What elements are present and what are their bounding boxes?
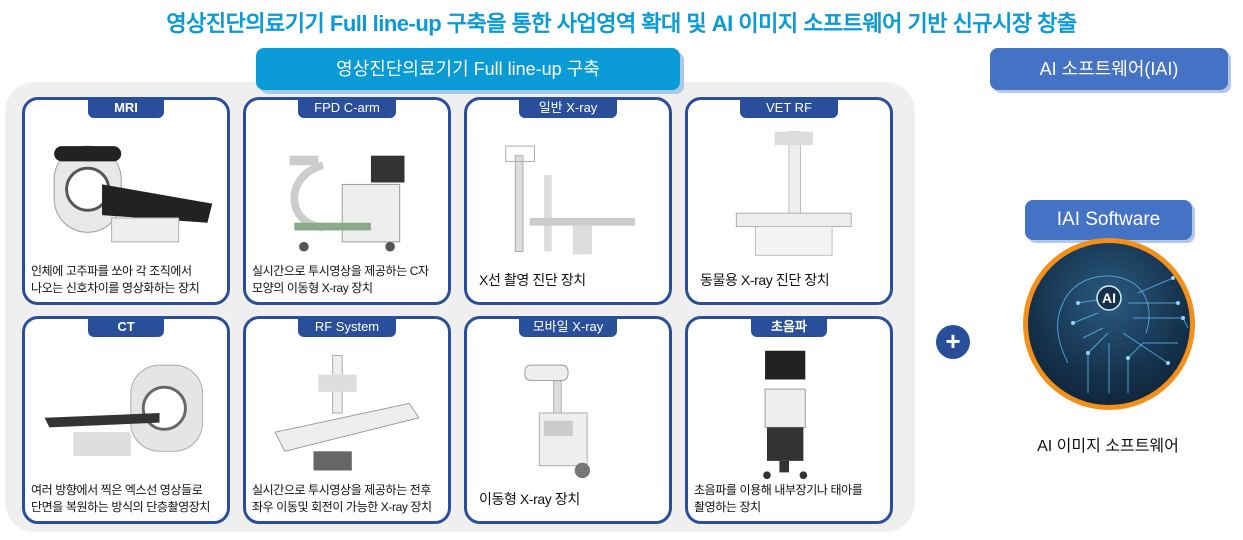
ai-caption: AI 이미지 소프트웨어 xyxy=(1037,438,1179,455)
product-image xyxy=(274,355,420,471)
product-description: 동물용 X-ray 진단 장치 xyxy=(694,262,886,298)
product-description: 여러 방향에서 찍은 엑스선 영상들로 단면을 복원하는 방식의 단층촬영장치 xyxy=(31,481,223,517)
product-description: 인체에 고주파를 쏘아 각 조직에서 나오는 신호차이를 영상화하는 장치 xyxy=(31,262,223,298)
plus-icon: + xyxy=(936,325,970,359)
description-line: 좌우 이동및 회전이 가능한 X-ray 장치 xyxy=(252,500,432,514)
description-line: 나오는 신호차이를 영상화하는 장치 xyxy=(31,281,200,295)
lineup-banner: 영상진단의료기기 Full line-up 구축 xyxy=(256,48,680,90)
ai-logo-text: AI xyxy=(1102,290,1116,306)
product-card: 초음파 초음파를 이용해 내부장기나 태아를 촬영하는 장치 xyxy=(685,316,893,524)
description-line: 초음파를 이용해 내부장기나 태아를 xyxy=(694,483,863,497)
product-label: MRI xyxy=(88,97,164,118)
iai-software-label: IAI Software xyxy=(1025,200,1192,240)
product-label: RF System xyxy=(298,316,396,337)
description-line: 모양의 이동형 X-ray 장치 xyxy=(252,281,373,295)
description-line: 동물용 X-ray 진단 장치 xyxy=(700,271,830,288)
product-label: FPD C-arm xyxy=(298,97,396,118)
description-line: 촬영하는 장치 xyxy=(694,500,761,514)
product-description: 이동형 X-ray 장치 xyxy=(473,481,665,517)
ai-software-banner: AI 소프트웨어(IAI) xyxy=(990,48,1228,90)
product-card: RF System 실시간으로 투시영상을 제공하는 전후 좌우 이동및 회전이… xyxy=(243,316,451,524)
description-line: 실시간으로 투시영상을 제공하는 C자 xyxy=(252,264,429,278)
product-description: 실시간으로 투시영상을 제공하는 C자 모양의 이동형 X-ray 장치 xyxy=(252,262,444,298)
product-image xyxy=(44,364,204,457)
product-image xyxy=(289,155,405,252)
page-title: 영상진단의료기기 Full line-up 구축을 통한 사업영역 확대 및 A… xyxy=(166,11,1077,36)
product-label: 모바일 X-ray xyxy=(519,316,617,337)
description-line: 실시간으로 투시영상을 제공하는 전후 xyxy=(252,483,432,497)
product-label: 일반 X-ray xyxy=(519,97,617,118)
product-card: CT 여러 방향에서 찍은 엑스선 영상들로 단면을 복원하는 방식의 단층촬영… xyxy=(22,316,230,524)
product-image xyxy=(735,131,852,256)
ai-brain-image: AI xyxy=(1023,238,1195,410)
product-image xyxy=(524,364,591,479)
product-card: MRI 인체에 고주파를 쏘아 각 조직에서 나오는 신호차이를 영상화하는 장… xyxy=(22,97,230,305)
product-image xyxy=(505,145,636,255)
product-description: 실시간으로 투시영상을 제공하는 전후 좌우 이동및 회전이 가능한 X-ray… xyxy=(252,481,444,517)
description-line: 여러 방향에서 찍은 엑스선 영상들로 xyxy=(31,483,203,497)
product-card: FPD C-arm 실시간으로 투시영상을 제공하는 C자 모양의 이동형 X-… xyxy=(243,97,451,305)
product-label: CT xyxy=(88,316,164,337)
description-line: 이동형 X-ray 장치 xyxy=(479,490,580,507)
product-description: X선 촬영 진단 장치 xyxy=(473,262,665,298)
description-line: 인체에 고주파를 쏘아 각 조직에서 xyxy=(31,264,192,278)
product-image xyxy=(763,350,808,480)
description-line: X선 촬영 진단 장치 xyxy=(479,271,586,288)
product-image xyxy=(53,145,213,243)
description-line: 단면을 복원하는 방식의 단층촬영장치 xyxy=(31,500,211,514)
product-label: VET RF xyxy=(740,97,838,118)
product-card: 일반 X-ray X선 촬영 진단 장치 xyxy=(464,97,672,305)
product-card: 모바일 X-ray 이동형 X-ray 장치 xyxy=(464,316,672,524)
product-card: VET RF 동물용 X-ray 진단 장치 xyxy=(685,97,893,305)
product-description: 초음파를 이용해 내부장기나 태아를 촬영하는 장치 xyxy=(694,481,886,517)
product-label: 초음파 xyxy=(751,316,827,337)
